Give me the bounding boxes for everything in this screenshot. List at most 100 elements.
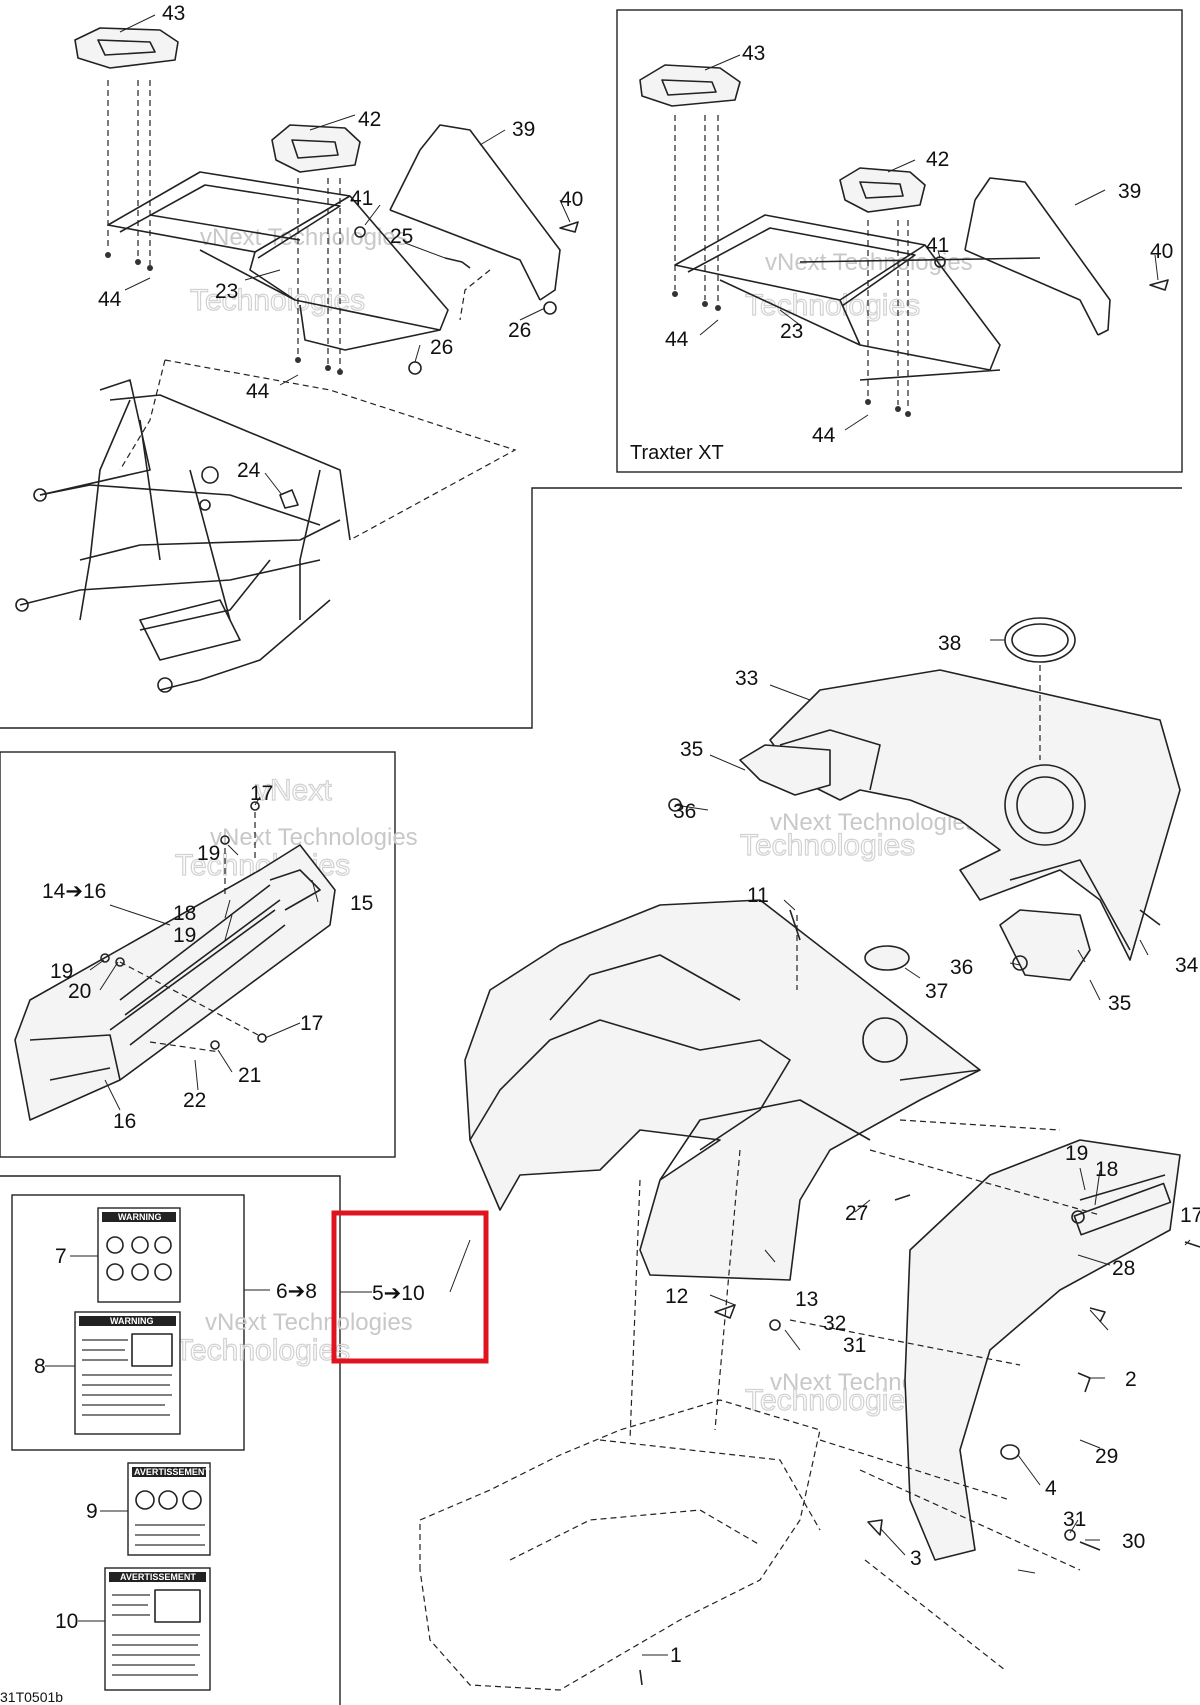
- callout-44: 44: [98, 288, 122, 311]
- callout-4: 4: [1045, 1477, 1057, 1500]
- rack-cushion-42: [271, 124, 361, 173]
- callout-18: 18: [1095, 1158, 1118, 1181]
- callout-33: 33: [735, 667, 758, 690]
- callout-44: 44: [812, 424, 836, 447]
- callout-8: 8: [34, 1355, 46, 1378]
- callout-43: 43: [742, 42, 765, 65]
- callout-27: 27: [845, 1202, 868, 1225]
- callout-25: 25: [390, 225, 413, 248]
- callout-44: 44: [665, 328, 689, 351]
- traxter-xt-rack: [639, 64, 1169, 417]
- callout-41: 41: [350, 187, 373, 210]
- callout-6-8: 6➔8: [276, 1280, 317, 1303]
- callout-9: 9: [86, 1500, 98, 1523]
- watermark-text: Technologies: [745, 289, 920, 322]
- body-tub: [419, 1399, 821, 1691]
- decal-9: AVERTISSEMENT: [127, 1462, 211, 1556]
- callout-39: 39: [1118, 180, 1141, 203]
- callout-24: 24: [237, 459, 261, 482]
- callout-31: 31: [1063, 1508, 1086, 1531]
- callout-17: 17: [250, 782, 273, 805]
- decal-7: WARNING: [97, 1207, 181, 1303]
- callout-20: 20: [68, 980, 91, 1003]
- callout-29: 29: [1095, 1445, 1118, 1468]
- watermark-text: vNext Technologies: [210, 824, 418, 851]
- callout-40: 40: [560, 188, 583, 211]
- decal-10: AVERTISSEMENT: [104, 1567, 211, 1691]
- callout-42: 42: [358, 108, 381, 131]
- xt-cushion-42: [839, 167, 926, 213]
- callout-36: 36: [950, 956, 973, 979]
- callout-42: 42: [926, 148, 949, 171]
- bumper-panel: [0, 751, 396, 1158]
- traxter-xt-panel: [616, 9, 1183, 473]
- decal-8: WARNING: [74, 1311, 181, 1435]
- watermark-text: Technologies: [745, 1384, 920, 1417]
- callout-18: 18: [173, 902, 196, 925]
- callout-35: 35: [680, 738, 703, 761]
- callout-21: 21: [238, 1064, 261, 1087]
- decal-9-header: AVERTISSEMENT: [134, 1467, 210, 1477]
- decal-8-header: WARNING: [110, 1316, 154, 1326]
- watermark-text: vNext Technologies: [205, 1309, 413, 1336]
- callout-23: 23: [215, 280, 238, 303]
- callout-30: 30: [1122, 1530, 1145, 1553]
- leader-lines: [45, 14, 1191, 1656]
- callout-7: 7: [55, 1245, 67, 1268]
- callout-28: 28: [1112, 1257, 1135, 1280]
- callout-39: 39: [512, 118, 535, 141]
- callout-19: 19: [50, 960, 73, 983]
- side-panel-29: [904, 1139, 1181, 1561]
- xt-cushion-43: [639, 64, 741, 107]
- callout-26: 26: [508, 319, 531, 342]
- callout-19: 19: [173, 924, 196, 947]
- decal-7-header: WARNING: [118, 1212, 162, 1222]
- callout-13: 13: [795, 1288, 818, 1311]
- callout-35: 35: [1108, 992, 1131, 1015]
- xt-side-rail-39: [974, 177, 1111, 336]
- callout-32: 32: [823, 1312, 846, 1335]
- callout-34: 34: [1175, 954, 1199, 977]
- tail-light-35b: [999, 909, 1091, 981]
- front-bumper-assembly: [14, 801, 336, 1121]
- callout-36: 36: [673, 800, 696, 823]
- frame-panel-border: [0, 487, 1182, 729]
- callout-31: 31: [843, 1334, 866, 1357]
- drawing-number: 31T0501b: [0, 1689, 63, 1705]
- watermark-text: Technologies: [740, 829, 915, 862]
- rack-cushion-43: [74, 27, 179, 69]
- callout-41: 41: [926, 234, 949, 257]
- tail-light-35a: [739, 744, 831, 796]
- callout-11: 11: [747, 884, 769, 907]
- callout-22: 22: [183, 1089, 206, 1112]
- callout-43: 43: [162, 2, 185, 25]
- callout-40: 40: [1150, 240, 1173, 263]
- callout-19: 19: [197, 842, 220, 865]
- variant-label: Traxter XT: [630, 442, 724, 464]
- callout-labels: 43 42 39 41 40 25 23 44 26 26 44 24 43 4…: [34, 2, 1200, 1667]
- callout-23: 23: [780, 320, 803, 343]
- cap-37: [864, 945, 910, 971]
- callout-44: 44: [246, 380, 270, 403]
- callout-5-10: 5➔10: [372, 1282, 425, 1305]
- callout-10: 10: [55, 1610, 78, 1633]
- watermark-text: Technologies: [175, 1334, 350, 1367]
- rear-fender: [464, 899, 981, 1281]
- callout-37: 37: [925, 980, 948, 1003]
- callout-19: 19: [1065, 1142, 1088, 1165]
- callout-16: 16: [113, 1110, 136, 1133]
- rear-rack-assembly: [74, 27, 579, 509]
- callout-38: 38: [938, 632, 961, 655]
- side-rail-39: [419, 124, 561, 301]
- watermark-group: vNext Technologies Technologies vNext Te…: [174, 224, 977, 1418]
- highlight-box: [331, 1210, 489, 1364]
- callout-2: 2: [1125, 1368, 1137, 1391]
- callout-12: 12: [665, 1285, 688, 1308]
- vehicle-frame: [15, 359, 517, 693]
- callout-1: 1: [670, 1644, 682, 1667]
- decal-panel-border: [0, 1175, 341, 1705]
- callout-14-16: 14➔16: [42, 880, 106, 903]
- callout-3: 3: [910, 1547, 922, 1570]
- watermark-text: vNext: [255, 774, 332, 807]
